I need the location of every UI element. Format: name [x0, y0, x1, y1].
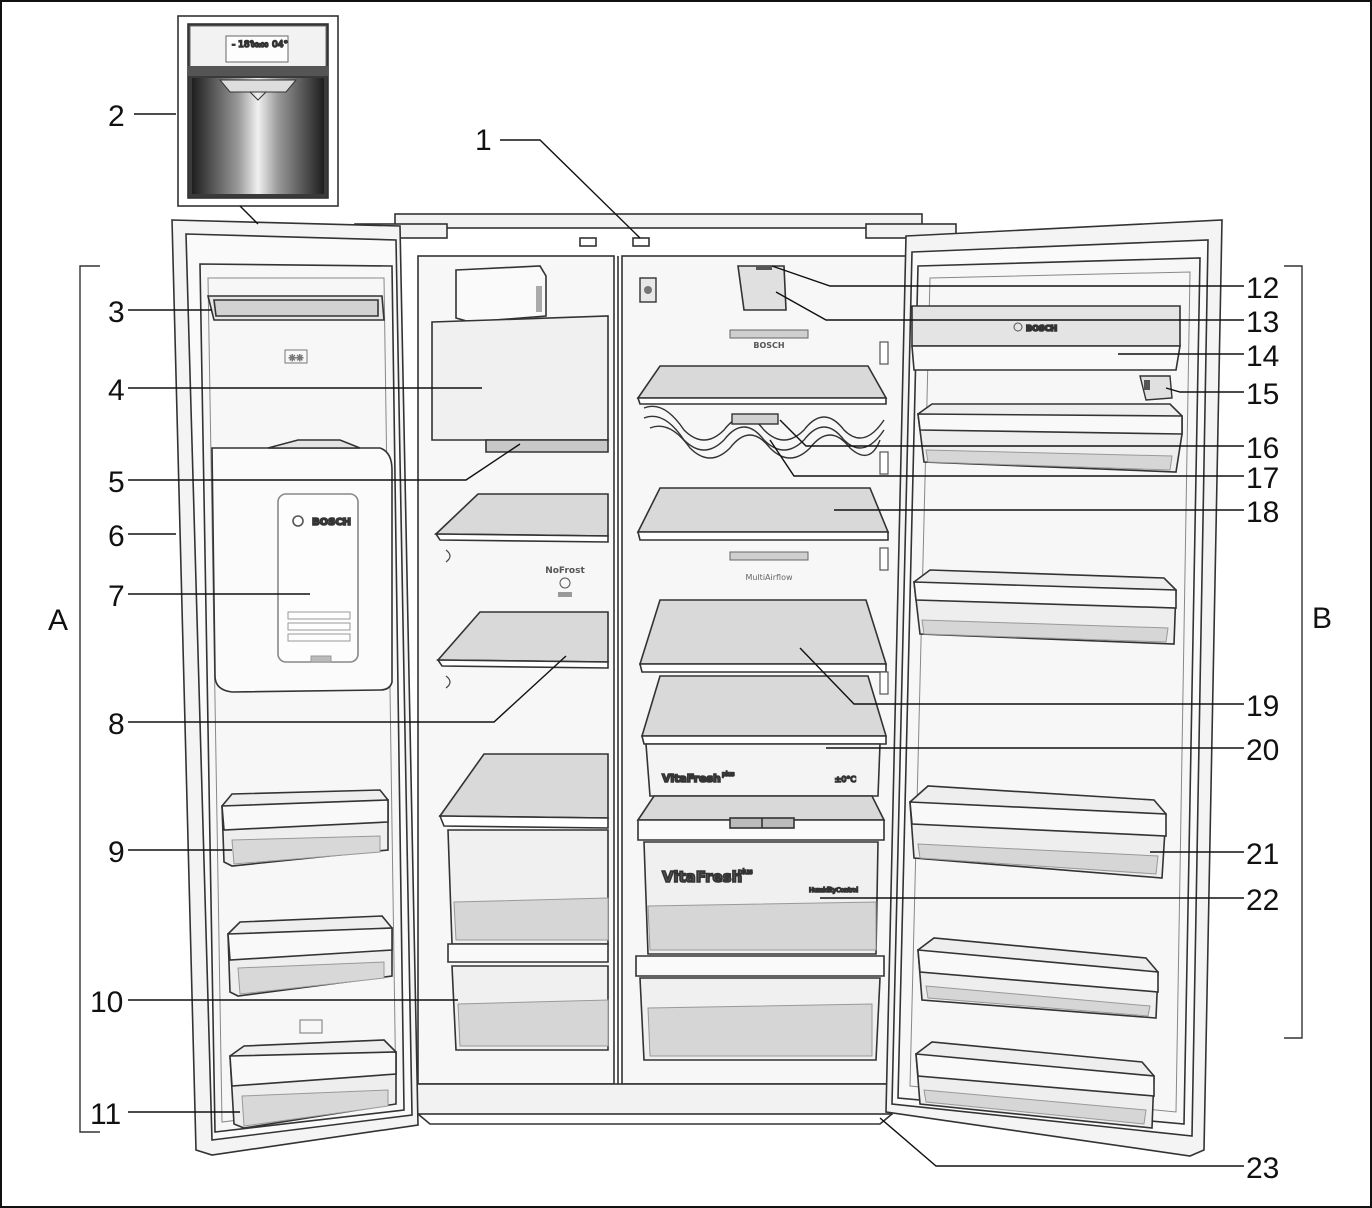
- snowflake-icon: ✳✳: [284, 349, 308, 365]
- svg-text:✳✳: ✳✳: [288, 354, 304, 364]
- leader-line-16: [779, 419, 1244, 447]
- group-label-fridge: B: [1312, 602, 1332, 635]
- fridge-door-shelf-1: [917, 403, 1183, 473]
- brand-label-dispenser: BOSCH: [312, 517, 351, 528]
- callout-14: 14: [1246, 340, 1279, 373]
- freezer-drawer-lower: [447, 943, 609, 1051]
- freezer-shelf-3: [438, 753, 609, 829]
- vitafresh-plus-label: VitaFresh: [662, 868, 742, 886]
- vitafresh-small-sup: plus: [722, 771, 734, 778]
- brand-label-fridge: BOSCH: [753, 341, 784, 350]
- fridge-door-shelf-4: [917, 937, 1159, 1019]
- leader-line-13: [775, 291, 1244, 321]
- fridge-door-shelf-3: [909, 785, 1167, 879]
- ice-dispenser-housing: BOSCH: [211, 439, 393, 693]
- callout-6: 6: [108, 520, 125, 553]
- callout-2: 2: [108, 100, 125, 133]
- fridge-lower-drawer: [635, 955, 885, 1061]
- group-label-freezer: A: [48, 604, 68, 637]
- leader-line-15: [1165, 387, 1244, 393]
- vitafresh-zero-drawer: VitaFresh plus ±0°C: [645, 743, 881, 797]
- multiairflow-label: MultiAirflow: [745, 573, 792, 582]
- callout-18: 18: [1246, 496, 1279, 529]
- fridge-shelf-3: [638, 599, 888, 673]
- vitafresh-plus-sup: plus: [738, 868, 753, 876]
- freezer-temp-display: - 18°: [232, 40, 254, 50]
- water-filter-holder: [1139, 375, 1173, 401]
- freezer-door-shelf-bottom: [229, 1039, 397, 1129]
- zero-degree-label: ±0°C: [835, 775, 857, 784]
- leader-line-5: [128, 443, 521, 481]
- ice-storage-bin: [431, 315, 609, 453]
- control-panel-inset: - 18° 00:00 04°: [177, 15, 339, 207]
- fridge-shelf-2: [636, 487, 890, 541]
- freezer-clips: [445, 549, 451, 689]
- vitafresh-plus-drawer: VitaFresh plus HumidityControl: [643, 841, 879, 955]
- interior-light-filter: [737, 265, 787, 311]
- callout-16: 16: [1246, 432, 1279, 465]
- leader-line-17: [769, 439, 1244, 477]
- callout-7: 7: [108, 580, 125, 613]
- callout-3: 3: [108, 296, 125, 329]
- fridge-shelf-4: [640, 675, 888, 745]
- bracket-fridge: [1284, 265, 1303, 1039]
- callout-17: 17: [1246, 462, 1279, 495]
- leader-line-12: [771, 265, 1244, 287]
- callout-22: 22: [1246, 884, 1279, 917]
- freezer-shelf-1: [434, 493, 609, 543]
- callout-leaders: [128, 113, 1244, 1167]
- nofrost-badge: NoFrost: [545, 566, 585, 597]
- callout-15: 15: [1246, 378, 1279, 411]
- wine-rack: [643, 405, 885, 459]
- bracket-freezer: [79, 265, 100, 1133]
- freezer-drawer-upper: [447, 829, 609, 945]
- dairy-compartment: BOSCH: [911, 305, 1181, 371]
- humidity-label: HumidityControl: [809, 887, 858, 894]
- callout-19: 19: [1246, 690, 1279, 723]
- callout-23: 23: [1246, 1152, 1279, 1185]
- freezer-door-shelf-middle: [227, 915, 393, 997]
- inset-pointer: [239, 205, 259, 225]
- vitafresh-small-label: VitaFresh: [662, 772, 721, 785]
- callout-21: 21: [1246, 838, 1279, 871]
- snowflake-icon-lower: [299, 1019, 323, 1034]
- callout-9: 9: [108, 836, 125, 869]
- leader-line-23: [879, 1117, 1244, 1167]
- leader-line-8: [128, 655, 567, 723]
- leader-line-19: [799, 647, 1244, 705]
- fridge-door-shelf-2: [913, 569, 1177, 645]
- water-tank-cap: [639, 277, 657, 303]
- callout-12: 12: [1246, 272, 1279, 305]
- callout-1: 1: [475, 124, 492, 157]
- callout-20: 20: [1246, 734, 1279, 767]
- dispenser-steel: [192, 78, 324, 194]
- callout-labels: 1 2 3 4 5 6 7 8 9 10 11 12 13 14 15 16 1…: [48, 100, 1332, 1185]
- multiairflow-panel: MultiAirflow: [729, 551, 809, 582]
- bosch-light-panel: BOSCH: [729, 329, 809, 350]
- brand-label-door: BOSCH: [1026, 324, 1057, 333]
- callout-8: 8: [108, 708, 125, 741]
- fridge-door-shelf-5: [915, 1041, 1155, 1129]
- fridge-temp-display: 04°: [272, 40, 288, 50]
- callout-10: 10: [90, 986, 123, 1019]
- freezer-shelf-2: [436, 611, 609, 669]
- ice-maker: [455, 265, 547, 323]
- callout-11: 11: [90, 1098, 121, 1131]
- nofrost-label: NoFrost: [545, 566, 585, 576]
- fridge-side-rails: [879, 341, 889, 695]
- fridge-shelf-top: [636, 365, 888, 405]
- callout-5: 5: [108, 466, 125, 499]
- fridge-shelf-5: [636, 795, 886, 841]
- leader-line-1: [500, 139, 641, 239]
- callout-4: 4: [108, 374, 125, 407]
- freezer-door-shelf-upper: [221, 789, 389, 867]
- callout-13: 13: [1246, 306, 1279, 339]
- time-display: 00:00: [251, 42, 268, 49]
- freezer-door-top-shelf: [206, 295, 385, 321]
